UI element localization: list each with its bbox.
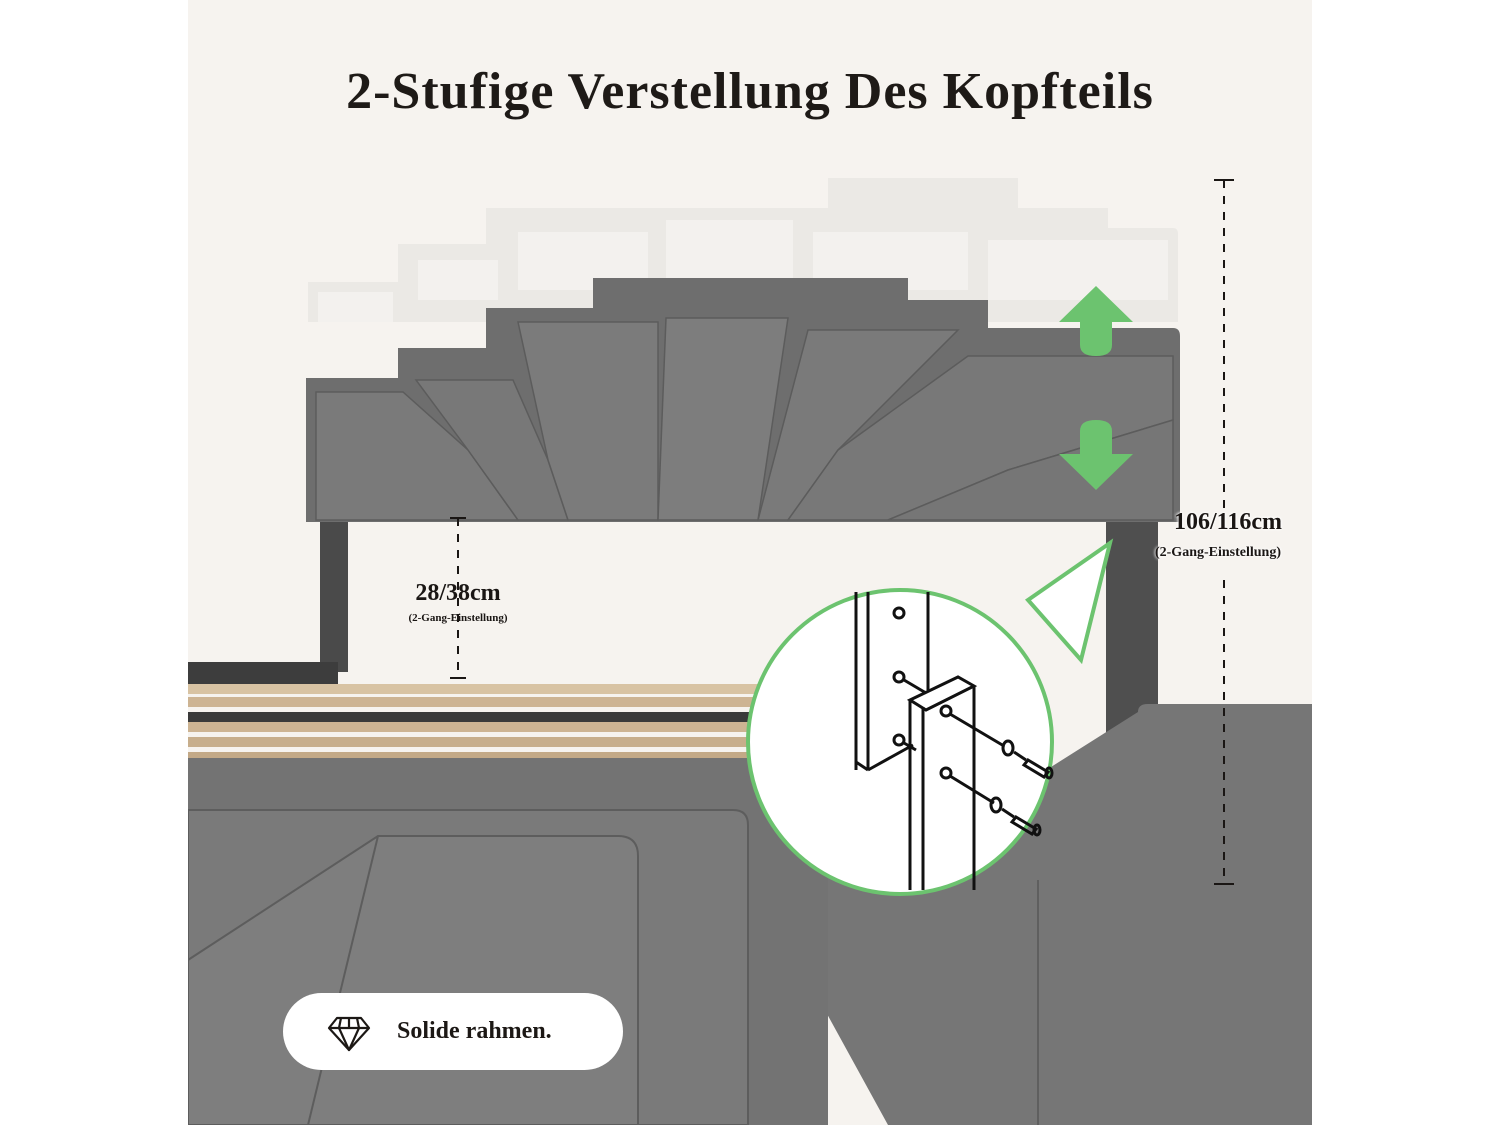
total-height-value: 106/116cm [1174, 509, 1282, 535]
product-image-canvas: 2-Stufige Verstellung Des Kopfteils [188, 0, 1312, 1125]
feature-badge-label: Solide rahmen. [397, 1018, 552, 1044]
headboard [306, 278, 1180, 522]
headboard-raised-ghost [308, 178, 1178, 322]
feature-badge: Solide rahmen. [283, 993, 623, 1070]
assembly-detail-callout [746, 538, 1114, 896]
total-height-dimension-line [1214, 179, 1234, 885]
leg-height-dimension-line [450, 517, 466, 679]
side-rail [748, 704, 1312, 1125]
left-post [320, 522, 348, 672]
diamond-icon [327, 1016, 371, 1051]
arrow-down-icon [1059, 420, 1133, 490]
arrow-up-icon [1059, 286, 1133, 356]
leg-height-note: (2-Gang-Einstellung) [408, 612, 508, 624]
total-height-note: (2-Gang-Einstellung) [1154, 545, 1281, 560]
bed-illustration [188, 178, 1312, 1125]
page-title: 2-Stufige Verstellung Des Kopfteils [346, 63, 1154, 120]
leg-height-value: 28/38cm [415, 580, 501, 606]
